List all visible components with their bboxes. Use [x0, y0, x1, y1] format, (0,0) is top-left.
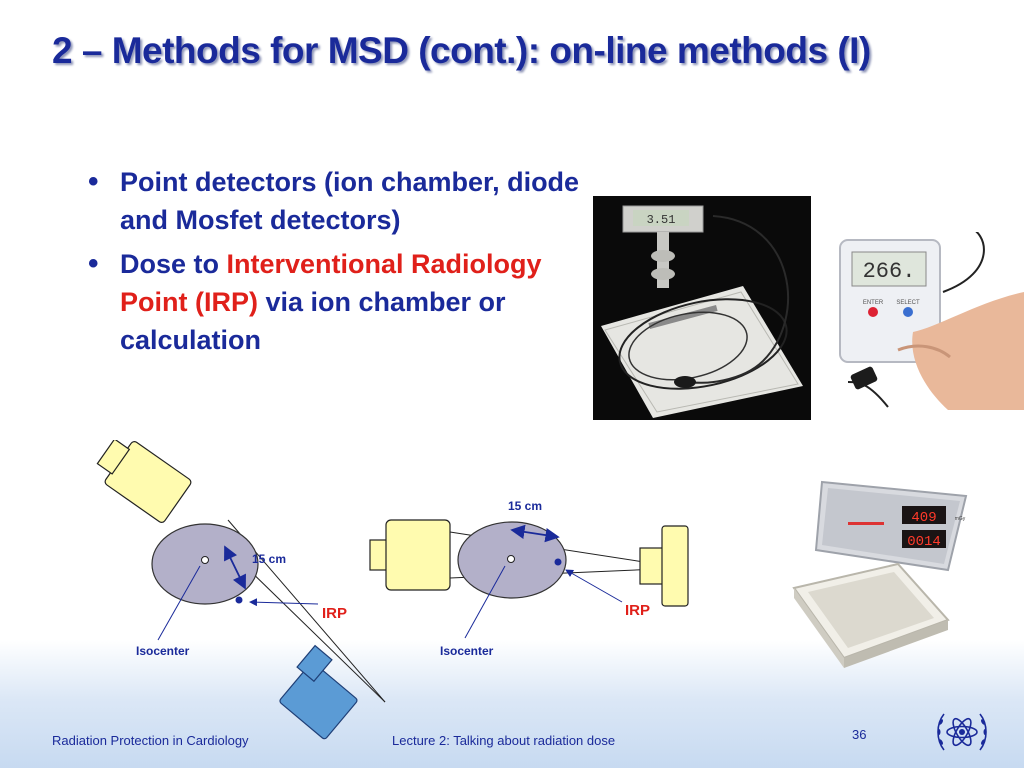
irp-label: IRP	[322, 605, 347, 622]
slide-title: 2 – Methods for MSD (cont.): on-line met…	[52, 30, 871, 71]
isocenter-point	[201, 556, 209, 564]
dap-bottom-display: 0014	[907, 534, 941, 550]
bullet-text-highlight: Interventional Radiology Point (IRP)	[120, 249, 542, 317]
bullet-text-suffix: via ion chamber or calculation	[120, 287, 506, 355]
bullet-dot-icon: •	[88, 165, 99, 198]
detector-left	[279, 644, 358, 740]
handheld-dosimeter-photo: 266. ENTER SELECT	[839, 232, 1024, 410]
bullet-dot-icon: •	[88, 247, 99, 280]
irp-label: IRP	[625, 602, 650, 619]
dap-meter-photo: 409 0014 mGy	[792, 480, 968, 668]
irp-point	[235, 596, 243, 604]
xray-tube-right	[385, 519, 451, 591]
dosimeter-display-text: 266.	[863, 259, 916, 284]
distance-label: 15 cm	[252, 552, 286, 566]
irp-point	[554, 558, 562, 566]
detector-right-small	[639, 547, 665, 585]
isocenter-point	[507, 555, 515, 563]
page-number: 36	[852, 727, 867, 742]
detector-right	[661, 525, 689, 607]
irp-geometry-diagrams: 15 cm IRP Isocenter 15 cm IRP Isocenter	[96, 440, 689, 740]
iaea-logo-icon	[937, 713, 987, 751]
device-display-text: 3.51	[647, 213, 676, 227]
bullet-item: • Point detectors (ion chamber, diode an…	[88, 163, 598, 239]
dap-top-display: 409	[911, 510, 936, 526]
bullet-list: • Point detectors (ion chamber, diode an…	[88, 163, 598, 365]
bullet-text: Point detectors (ion chamber, diode and …	[120, 167, 580, 235]
xray-tube-right-small	[369, 539, 389, 571]
dap-unit-label: mGy	[955, 516, 966, 522]
isocenter-label: Isocenter	[136, 644, 190, 658]
left-diagram: 15 cm IRP Isocenter	[96, 440, 386, 740]
bullet-text-prefix: Dose to	[120, 249, 227, 279]
footer-course-title: Radiation Protection in Cardiology	[52, 733, 249, 748]
isocenter-label: Isocenter	[440, 644, 494, 658]
enter-label: ENTER	[863, 300, 884, 306]
right-diagram: 15 cm IRP Isocenter	[369, 499, 689, 658]
bullet-item: • Dose to Interventional Radiology Point…	[88, 245, 598, 359]
xray-tube-left	[96, 440, 192, 523]
ion-chamber-photo: 3.51	[593, 196, 811, 420]
distance-label: 15 cm	[508, 499, 542, 513]
footer-lecture-title: Lecture 2: Talking about radiation dose	[392, 733, 616, 748]
select-label: SELECT	[896, 300, 920, 306]
